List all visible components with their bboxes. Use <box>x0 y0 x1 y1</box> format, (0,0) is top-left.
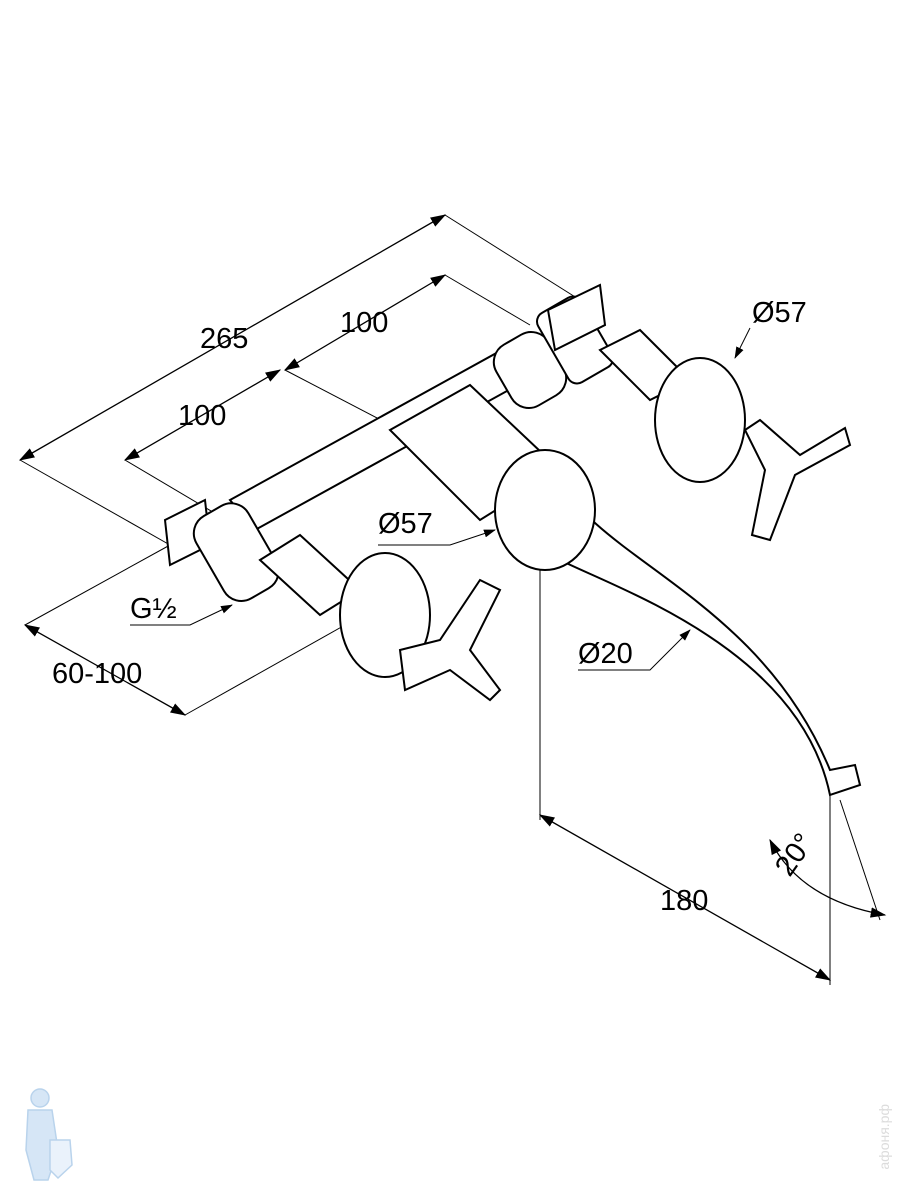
label-100-left: 100 <box>178 400 226 432</box>
label-g12: G½ <box>130 593 177 625</box>
label-d20: Ø20 <box>578 638 633 670</box>
label-20-degree: 20° <box>769 828 820 882</box>
dimension-265 <box>18 214 581 546</box>
label-60-100: 60-100 <box>52 658 142 690</box>
dimension-180 <box>538 570 832 985</box>
faucet-body <box>163 283 862 797</box>
spout-rosette <box>494 449 596 571</box>
label-100-right: 100 <box>340 307 388 339</box>
dimension-60-100 <box>23 544 346 716</box>
left-rosette <box>339 552 431 678</box>
leader-d57-right <box>734 327 751 359</box>
left-cross-handle <box>398 578 502 702</box>
label-d57-right: Ø57 <box>752 297 807 329</box>
label-265: 265 <box>200 323 248 355</box>
plumber-mascot-watermark <box>25 1088 73 1181</box>
leader-g12 <box>130 604 233 626</box>
right-rosette <box>654 357 746 483</box>
dimension-20-degree <box>769 799 887 921</box>
leader-d57-center <box>378 529 496 546</box>
label-d57-center: Ø57 <box>378 508 433 540</box>
spout <box>518 478 862 797</box>
right-cross-handle <box>743 418 852 542</box>
leader-d20 <box>578 629 691 671</box>
label-180: 180 <box>660 885 708 917</box>
watermark-text: афоня.рф <box>876 1104 892 1170</box>
